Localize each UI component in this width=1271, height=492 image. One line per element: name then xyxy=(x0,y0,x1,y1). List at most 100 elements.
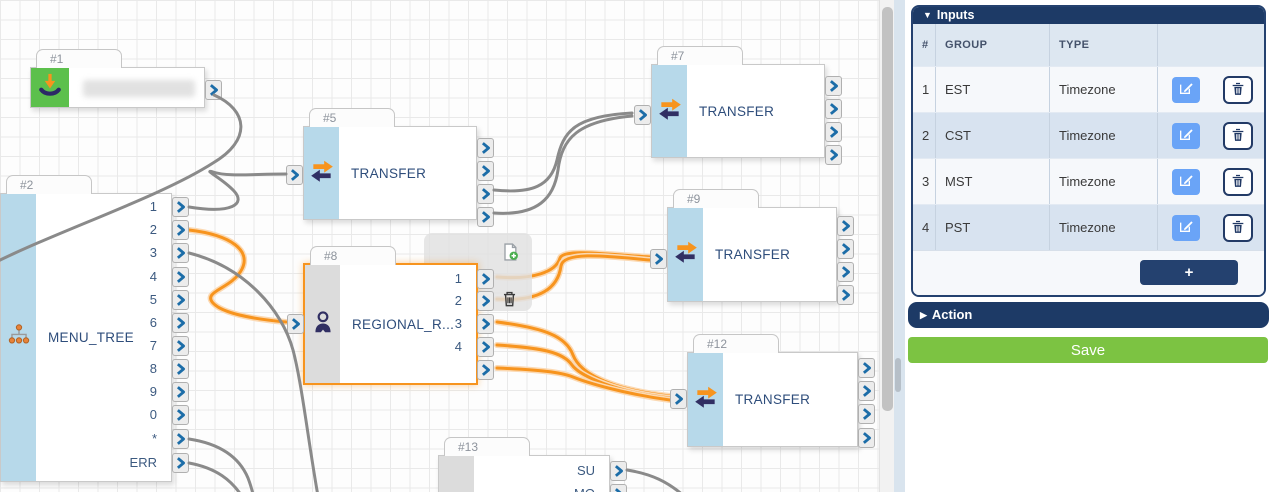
node-sidebar xyxy=(31,68,69,107)
node-sidebar xyxy=(305,265,340,383)
node-tab: #13 xyxy=(444,437,530,456)
node-1[interactable]: #1 xyxy=(30,49,222,108)
output-port[interactable] xyxy=(858,358,875,378)
input-port[interactable] xyxy=(650,249,667,269)
output-port[interactable] xyxy=(172,429,189,449)
output-label: * xyxy=(151,431,157,446)
output-port[interactable] xyxy=(825,145,842,165)
output-label: ERR xyxy=(129,455,157,470)
node-13[interactable]: #13SUMO xyxy=(438,437,627,492)
output-port[interactable] xyxy=(837,285,854,305)
output-port[interactable] xyxy=(477,269,494,289)
action-section-header[interactable]: ▶Action xyxy=(908,302,1269,328)
input-port[interactable] xyxy=(634,105,651,125)
edit-button[interactable] xyxy=(1172,214,1200,241)
output-port[interactable] xyxy=(858,428,875,448)
node-label: REGIONAL_R... xyxy=(352,316,455,332)
output-port[interactable] xyxy=(837,239,854,259)
output-port[interactable] xyxy=(477,207,494,227)
action-section-title: Action xyxy=(931,307,973,322)
input-port[interactable] xyxy=(287,314,304,334)
input-port[interactable] xyxy=(286,165,303,185)
output-label: 7 xyxy=(149,338,157,353)
edit-button[interactable] xyxy=(1172,122,1200,149)
output-port[interactable] xyxy=(825,76,842,96)
node-tab: #2 xyxy=(6,175,92,194)
column-header-actions xyxy=(1158,24,1264,66)
output-port[interactable] xyxy=(172,267,189,287)
delete-button[interactable] xyxy=(1223,75,1253,104)
output-port[interactable] xyxy=(477,184,494,204)
output-label: 1 xyxy=(454,271,462,286)
output-label: 9 xyxy=(149,384,157,399)
output-port[interactable] xyxy=(825,99,842,119)
output-port[interactable] xyxy=(610,484,627,492)
add-input-button[interactable]: + xyxy=(1140,260,1238,285)
row-num: 3 xyxy=(913,159,936,204)
row-actions xyxy=(1158,113,1264,158)
edit-button[interactable] xyxy=(1172,76,1200,103)
transfer-icon xyxy=(307,158,337,189)
row-actions xyxy=(1158,159,1264,204)
output-port[interactable] xyxy=(172,336,189,356)
save-button[interactable]: Save xyxy=(908,337,1268,363)
row-group: EST xyxy=(936,67,1050,112)
delete-button[interactable] xyxy=(1223,121,1253,150)
output-port[interactable] xyxy=(205,80,222,100)
edit-button[interactable] xyxy=(1172,168,1200,195)
canvas-scrollbar-thumb[interactable] xyxy=(882,7,893,411)
output-label: 2 xyxy=(149,222,157,237)
transfer-icon xyxy=(655,96,685,127)
output-port[interactable] xyxy=(858,404,875,424)
person-icon xyxy=(310,307,336,342)
canvas-scrollbar[interactable] xyxy=(879,0,895,492)
row-actions xyxy=(1158,67,1264,112)
add-document-icon[interactable] xyxy=(500,242,520,262)
row-type: Timezone xyxy=(1050,113,1158,158)
output-port[interactable] xyxy=(477,337,494,357)
output-port[interactable] xyxy=(837,262,854,282)
output-port[interactable] xyxy=(172,243,189,263)
output-port[interactable] xyxy=(477,138,494,158)
output-port[interactable] xyxy=(477,314,494,334)
delete-node-icon[interactable] xyxy=(500,289,520,309)
output-label: 6 xyxy=(149,315,157,330)
output-port[interactable] xyxy=(825,122,842,142)
node-tab: #9 xyxy=(673,189,759,208)
output-port[interactable] xyxy=(858,381,875,401)
row-num: 1 xyxy=(913,67,936,112)
output-port[interactable] xyxy=(172,313,189,333)
output-port[interactable] xyxy=(477,360,494,380)
output-port[interactable] xyxy=(477,291,494,311)
inputs-section-header[interactable]: ▼Inputs xyxy=(913,7,1264,24)
output-port[interactable] xyxy=(172,197,189,217)
output-port[interactable] xyxy=(172,382,189,402)
row-type: Timezone xyxy=(1050,67,1158,112)
delete-button[interactable] xyxy=(1223,167,1253,196)
input-port[interactable] xyxy=(670,389,687,409)
output-port[interactable] xyxy=(477,161,494,181)
panel-scrollbar-thumb[interactable] xyxy=(895,358,901,392)
output-port[interactable] xyxy=(172,290,189,310)
output-port[interactable] xyxy=(172,359,189,379)
row-group: CST xyxy=(936,113,1050,158)
node-tab: #7 xyxy=(657,46,743,65)
delete-button[interactable] xyxy=(1223,213,1253,242)
node-label: TRANSFER xyxy=(699,103,775,119)
output-port[interactable] xyxy=(172,220,189,240)
output-port[interactable] xyxy=(610,461,627,481)
output-label: 4 xyxy=(149,269,157,284)
output-port[interactable] xyxy=(837,216,854,236)
node-sidebar xyxy=(668,208,703,301)
output-port[interactable] xyxy=(172,405,189,425)
output-port[interactable] xyxy=(172,453,189,473)
